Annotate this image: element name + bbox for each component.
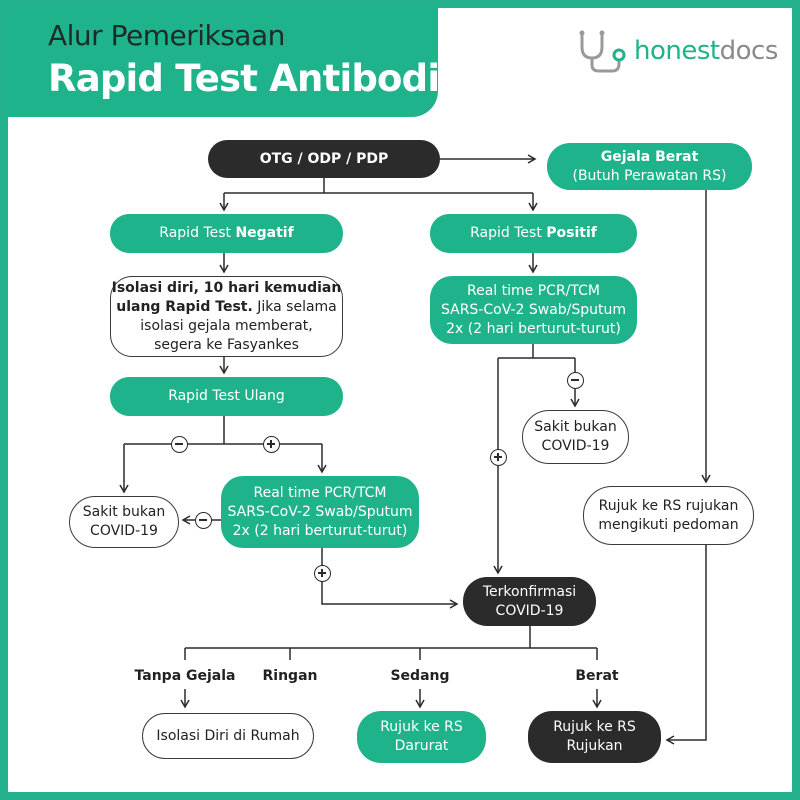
self-isolation-line-3: isolasi gejala memberat, <box>140 317 313 334</box>
confirmed-covid-node: Terkonfirmasi COVID-19 <box>463 577 596 626</box>
not-covid-left-line-1: Sakit bukan <box>82 504 166 520</box>
honestdocs-logo: honestdocs <box>576 27 778 75</box>
self-isolation-line-2-bold: ulang Rapid Test. <box>116 298 253 315</box>
not-covid-right-node: Sakit bukan COVID-19 <box>522 410 629 464</box>
self-isolation-line-1: Isolasi diri, 10 hari kemudian <box>111 279 342 296</box>
not-covid-right-line-1: Sakit bukan <box>534 419 617 435</box>
frame-left <box>0 0 8 800</box>
stethoscope-icon <box>579 30 626 73</box>
pcr-left-line-1: Real time PCR/TCM <box>253 484 387 501</box>
not-covid-left-line-2: COVID-19 <box>90 523 158 539</box>
connector-confirmed-split <box>185 626 597 649</box>
title-line-1: Alur Pemeriksaan <box>48 19 285 52</box>
confirmed-covid-line-2: COVID-19 <box>495 602 564 619</box>
refer-hospital-node: Rujuk ke RS rujukan mengikuti pedoman <box>583 486 754 545</box>
connector-refer-referral <box>665 545 707 745</box>
refer-hospital-line-2: mengikuti pedoman <box>598 516 739 533</box>
severity-none-label: Tanpa Gejala <box>134 668 236 684</box>
minus-icon <box>171 436 188 453</box>
frame-bottom <box>0 792 800 800</box>
rapid-test-positive-label: Rapid Test Positif <box>470 224 597 243</box>
pcr-right-line-1: Real time PCR/TCM <box>467 282 600 299</box>
plus-icon <box>314 565 331 582</box>
connector-start-split <box>224 178 533 194</box>
self-isolation-line-2: ulang Rapid Test. Jika selama <box>116 298 337 317</box>
frame-right <box>792 0 800 800</box>
not-covid-right-line-2: COVID-19 <box>541 438 610 454</box>
rapid-test-negative-prefix: Rapid Test <box>159 225 236 241</box>
pcr-test-right-node: Real time PCR/TCM SARS-CoV-2 Swab/Sputum… <box>430 276 637 344</box>
connector-pcr-right-split <box>498 344 575 359</box>
not-covid-left-node: Sakit bukan COVID-19 <box>69 496 179 548</box>
connector-retest-split <box>124 416 322 445</box>
logo-wordmark: honestdocs <box>634 36 778 66</box>
plus-icon <box>490 449 507 466</box>
title-banner: Alur Pemeriksaan Rapid Test Antibodi <box>0 0 440 117</box>
emergency-hospital-line-2: Darurat <box>394 738 449 754</box>
self-isolation-node: Isolasi diri, 10 hari kemudian ulang Rap… <box>110 276 343 357</box>
pcr-right-line-3: 2x (2 hari berturut-turut) <box>446 320 621 337</box>
self-isolation-line-2-rest: Jika selama <box>252 298 337 315</box>
severity-severe-label: Berat <box>575 668 619 684</box>
title-line-2: Rapid Test Antibodi <box>48 57 440 100</box>
severe-symptoms-title: Gejala Berat <box>600 148 699 165</box>
rapid-test-negative-node: Rapid Test Negatif <box>110 214 343 253</box>
referral-hospital-line-2: Rujukan <box>566 738 623 754</box>
plus-icon <box>263 436 280 453</box>
severe-symptoms-node: Gejala Berat (Butuh Perawatan RS) <box>547 143 752 190</box>
rapid-test-repeat-label: Rapid Test Ulang <box>168 388 285 404</box>
home-isolation-label: Isolasi Diri di Rumah <box>156 727 300 744</box>
rapid-test-positive-prefix: Rapid Test <box>470 225 547 241</box>
pcr-left-line-2: SARS-CoV-2 Swab/Sputum <box>227 503 413 520</box>
pcr-left-line-3: 2x (2 hari berturut-turut) <box>232 522 408 539</box>
emergency-hospital-line-1: Rujuk ke RS <box>380 719 463 735</box>
home-isolation-node: Isolasi Diri di Rumah <box>142 713 314 759</box>
pcr-right-line-2: SARS-CoV-2 Swab/Sputum <box>440 301 627 318</box>
rapid-test-negative-label: Rapid Test Negatif <box>159 224 293 243</box>
emergency-hospital-node: Rujuk ke RS Darurat <box>357 711 486 763</box>
rapid-test-positive-node: Rapid Test Positif <box>430 214 637 253</box>
severe-symptoms-subtitle: (Butuh Perawatan RS) <box>572 167 727 184</box>
severity-mild-label: Ringan <box>262 668 318 684</box>
refer-hospital-line-1: Rujuk ke RS rujukan <box>598 497 739 514</box>
severity-moderate-label: Sedang <box>390 668 450 684</box>
rapid-test-repeat-node: Rapid Test Ulang <box>110 377 343 416</box>
rapid-test-positive-result: Positif <box>546 225 597 241</box>
confirmed-covid-line-1: Terkonfirmasi <box>482 583 577 600</box>
logo-part-2: docs <box>719 36 779 66</box>
pcr-test-left-node: Real time PCR/TCM SARS-CoV-2 Swab/Sputum… <box>221 476 419 548</box>
minus-icon <box>195 512 212 529</box>
rapid-test-negative-result: Negatif <box>235 225 294 241</box>
start-node: OTG / ODP / PDP <box>208 140 440 178</box>
referral-hospital-node: Rujuk ke RS Rujukan <box>528 711 661 763</box>
start-node-label: OTG / ODP / PDP <box>259 150 389 167</box>
frame-top <box>0 0 800 8</box>
referral-hospital-line-1: Rujuk ke RS <box>553 719 636 735</box>
minus-icon <box>567 372 584 389</box>
logo-part-1: honest <box>634 36 720 66</box>
connector-pcr-confirmed <box>321 548 459 609</box>
self-isolation-line-4: segera ke Fasyankes <box>154 336 299 353</box>
